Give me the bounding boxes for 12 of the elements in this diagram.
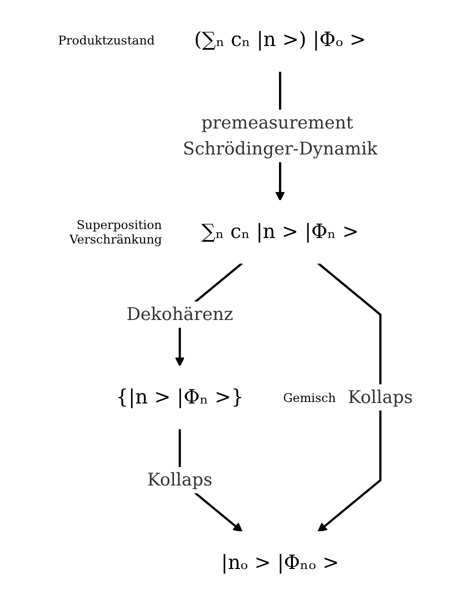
node-text: ∑ₙ cₙ |n > |Φₙ >	[201, 220, 359, 244]
edge-label: Kollaps	[348, 386, 413, 408]
node-text: {|n > |Φₙ >}	[116, 386, 244, 409]
arrow	[317, 262, 382, 532]
node-text: (∑ₙ cₙ |n >) |Φₒ >	[194, 28, 366, 52]
edge-label: Dekohärenz	[126, 304, 234, 325]
node-text: |nₒ > |Φₙₒ >	[221, 551, 339, 574]
state-caption: Superposition Verschränkung	[70, 218, 162, 246]
edge-label: Kollaps	[147, 469, 212, 490]
edge-label: premeasurement Schrödinger-Dynamik	[182, 112, 378, 159]
state-caption: Gemisch	[283, 390, 336, 405]
state-caption: Produktzustand	[58, 33, 155, 48]
